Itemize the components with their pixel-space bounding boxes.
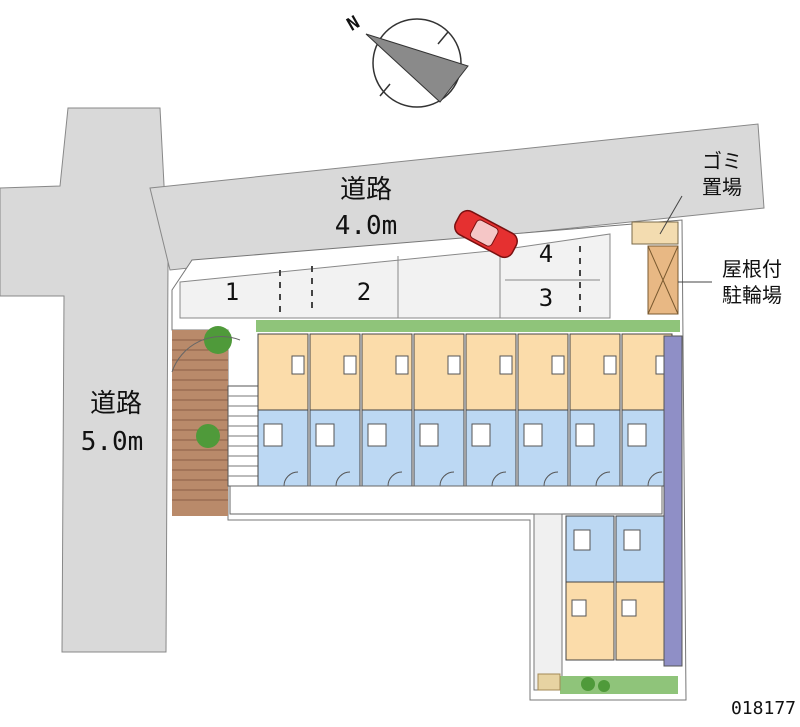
bath-icon xyxy=(315,423,335,447)
north-arrow-icon xyxy=(365,33,469,103)
furniture-icon xyxy=(343,355,357,375)
furniture-icon xyxy=(395,355,409,375)
unit-bath xyxy=(309,409,361,487)
door-icon xyxy=(335,471,351,487)
door-icon xyxy=(595,471,611,487)
road-left-name: 道路 xyxy=(90,389,142,419)
bath-icon xyxy=(623,529,641,551)
unit-room xyxy=(309,333,361,411)
south-wing xyxy=(565,515,665,661)
road-left-width: 5.0m xyxy=(81,427,144,457)
furniture-icon xyxy=(603,355,617,375)
compass: N xyxy=(344,12,469,108)
car-icon xyxy=(454,209,518,259)
furniture-icon xyxy=(447,355,461,375)
bath-icon xyxy=(419,423,439,447)
corridor-outline xyxy=(229,485,663,515)
brick-path xyxy=(172,330,228,516)
furniture-icon xyxy=(571,599,587,617)
parking-space-4: 4 xyxy=(539,240,553,268)
door-icon xyxy=(387,471,403,487)
furniture-icon xyxy=(621,599,637,617)
property-code: 018177 xyxy=(731,698,796,719)
bath-icon xyxy=(367,423,387,447)
door-icon xyxy=(439,471,455,487)
unit-bath xyxy=(517,409,569,487)
parking-space-1: 1 xyxy=(225,278,239,306)
walkway xyxy=(533,513,563,691)
garbage-leader xyxy=(659,195,683,235)
road-top xyxy=(149,123,765,271)
unit-room xyxy=(565,581,615,661)
door-icon xyxy=(283,471,299,487)
bike-label-line1: 屋根付 xyxy=(722,257,782,281)
north-letter: N xyxy=(344,12,364,36)
hedge xyxy=(256,320,680,332)
unit-bath xyxy=(465,409,517,487)
door-icon xyxy=(543,471,559,487)
furniture-icon xyxy=(551,355,565,375)
tree-icon xyxy=(196,424,220,448)
bath-icon xyxy=(575,423,595,447)
unit-bath xyxy=(257,409,309,487)
road-top-name: 道路 xyxy=(340,175,392,205)
shrub-icon xyxy=(581,677,595,691)
bath-icon xyxy=(471,423,491,447)
bike-label-line2: 駐輪場 xyxy=(722,283,782,307)
road-left xyxy=(0,107,169,653)
corridor xyxy=(663,335,683,667)
garbage-label-line2: 置場 xyxy=(702,175,742,199)
bottom-hedge xyxy=(560,676,678,694)
unit-bath xyxy=(361,409,413,487)
garbage-area xyxy=(631,221,679,245)
bath-icon xyxy=(573,529,591,551)
unit-room xyxy=(615,581,665,661)
bath-icon xyxy=(627,423,647,447)
bath-icon xyxy=(523,423,543,447)
unit-bath xyxy=(413,409,465,487)
parking-space-3: 3 xyxy=(539,284,553,312)
unit-bath xyxy=(569,409,621,487)
bath-icon xyxy=(263,423,283,447)
garbage-label-line1: ゴミ xyxy=(702,149,742,173)
furniture-icon xyxy=(499,355,513,375)
door-icon xyxy=(647,471,663,487)
shrub-icon xyxy=(598,680,610,692)
road-top-width: 4.0m xyxy=(335,211,398,241)
parking-space-2: 2 xyxy=(357,278,371,306)
tree-icon xyxy=(204,326,232,354)
parking-area xyxy=(179,233,611,319)
planter xyxy=(537,673,561,691)
door-icon xyxy=(491,471,507,487)
furniture-icon xyxy=(291,355,305,375)
